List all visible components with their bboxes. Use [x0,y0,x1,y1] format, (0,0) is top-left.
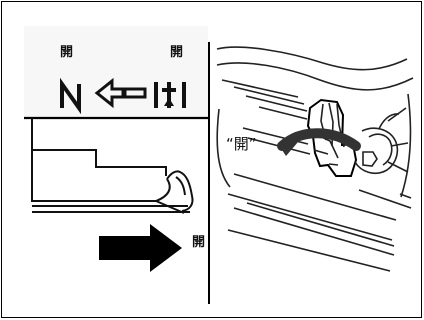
latch-symbol-left-icon [60,77,81,115]
panel-divider [208,42,210,304]
left-illustration [24,26,208,272]
left-open-label: 開 [60,45,74,60]
rotation-arrow-icon [277,128,361,151]
latch-symbol-right-icon [154,82,186,108]
quoted-open-label: “開” [226,135,257,153]
drawer-sketch [216,46,414,272]
key-direction-icon [94,77,147,109]
arrow-open-label: 開 [192,235,206,250]
mechanism-outline [31,118,194,214]
open-direction-arrow [99,224,182,272]
right-illustration-panel: “開” [212,26,418,274]
rotation-arrowhead-icon [278,142,298,156]
top-panel-background [24,26,208,118]
left-illustration-panel: 開 開 開 [24,26,208,274]
right-illustration [216,46,414,272]
right-open-label: 開 [170,45,184,60]
